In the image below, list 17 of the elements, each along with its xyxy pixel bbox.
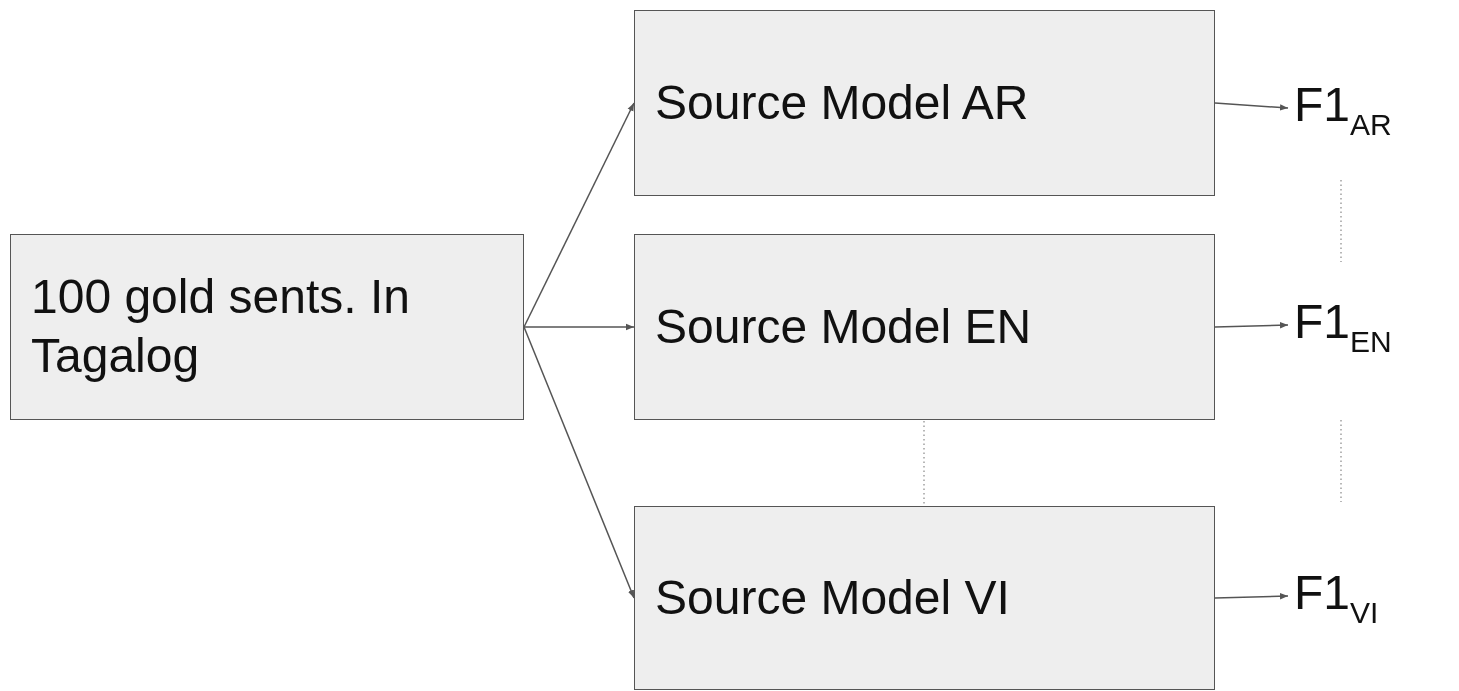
- metric-label: F1$_{EN}$: [1294, 287, 1454, 367]
- arrow: [1214, 322, 1289, 329]
- process-box: [634, 234, 1215, 420]
- box-label: Source Model EN: [655, 298, 1032, 355]
- metric-label: F1$_{AR}$: [1294, 70, 1454, 150]
- arrow: [523, 323, 635, 331]
- arrow: [523, 102, 635, 328]
- box-label: 100 gold sents. In Tagalog: [31, 269, 411, 384]
- arrow: [1214, 102, 1289, 111]
- process-box: [10, 234, 524, 420]
- box-label: Source Model VI: [655, 569, 1010, 626]
- arrow: [523, 326, 635, 599]
- box-label: Source Model AR: [655, 74, 1029, 131]
- arrow: [1214, 593, 1289, 600]
- metric-label: F1$_{VI}$: [1294, 558, 1454, 638]
- process-box: [634, 506, 1215, 690]
- process-box: [634, 10, 1215, 196]
